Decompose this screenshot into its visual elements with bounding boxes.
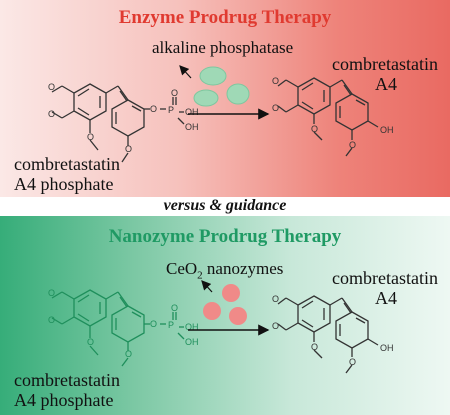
atom-o: O (48, 315, 55, 325)
atom-o: O (171, 88, 178, 98)
product-structure-bottom (277, 295, 379, 374)
atom-o: O (125, 144, 132, 154)
atom-o: O (272, 76, 279, 86)
atom-oh: OH (185, 337, 199, 347)
product-label-bottom-line1: combretastatin (332, 268, 438, 288)
atom-o: O (150, 104, 157, 114)
atom-o: O (171, 303, 178, 313)
nanozyme-prodrug-title: Nanozyme Prodrug Therapy (108, 226, 342, 247)
atom-oh: OH (380, 125, 394, 135)
atom-o: O (48, 82, 55, 92)
atom-o: O (311, 342, 318, 352)
atom-o: O (87, 132, 94, 142)
enzyme-label: alkaline phosphatase (152, 38, 294, 57)
atom-p: P (168, 105, 174, 115)
product-label-bottom-line2: A4 (375, 288, 397, 308)
atom-o: O (272, 294, 279, 304)
atom-oh: OH (185, 107, 199, 117)
atom-o: O (349, 140, 356, 150)
product-structure-top (277, 77, 379, 157)
atom-o: O (150, 319, 157, 329)
atom-o: O (272, 321, 279, 331)
nanozyme-particles (203, 284, 247, 325)
atom-o: O (311, 124, 318, 134)
product-label-top-line1: combretastatin (332, 54, 438, 74)
nanozyme-pointer-arrow (201, 280, 213, 293)
product-label-top-line2: A4 (375, 74, 397, 94)
substrate-structure-bottom (51, 289, 185, 367)
atom-o: O (349, 357, 356, 367)
substrate-structure-top (51, 83, 185, 163)
nanozyme-prodrug-panel (0, 216, 450, 415)
atom-oh: OH (185, 322, 199, 332)
nanozyme-label-subscript: 2 (197, 269, 203, 282)
versus-guidance-label: versus & guidance (163, 197, 287, 214)
enzyme-pointer-arrow (179, 65, 192, 79)
atom-o: O (87, 337, 94, 347)
nanozyme-label-main: CeO (166, 259, 198, 278)
substrate-label-bottom-line1: combretastatin (14, 370, 120, 390)
substrate-label-top-line1: combretastatin (14, 154, 120, 174)
enzyme-particles (193, 66, 250, 107)
atom-p: P (168, 320, 174, 330)
substrate-label-top-line2: A4 phosphate (14, 174, 114, 194)
substrate-label-bottom-line2: A4 phosphate (14, 390, 114, 410)
nanozyme-label: CeO2 nanozymes (166, 259, 283, 281)
atom-o: O (48, 109, 55, 119)
enzyme-prodrug-title: Enzyme Prodrug Therapy (118, 7, 332, 28)
enzyme-prodrug-panel (0, 0, 450, 197)
atom-oh: OH (380, 343, 394, 353)
atom-o: O (125, 349, 132, 359)
atom-o: O (48, 288, 55, 298)
nanozyme-label-rest: nanozymes (202, 259, 284, 278)
atom-o: O (272, 103, 279, 113)
atom-oh: OH (185, 122, 199, 132)
